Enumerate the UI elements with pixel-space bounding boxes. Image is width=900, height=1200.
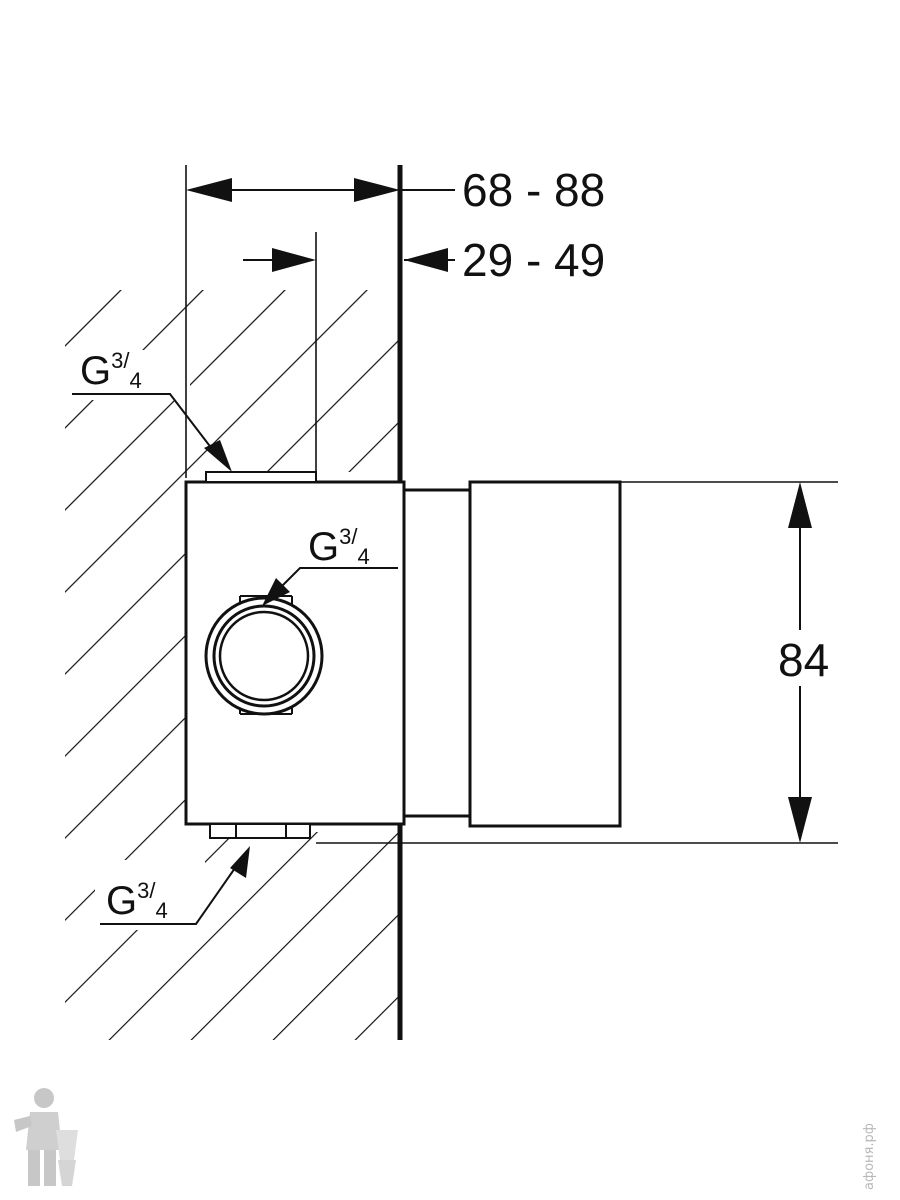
- dimension-overall-label: 68 - 88: [462, 164, 605, 216]
- extension-lines: [185, 165, 838, 844]
- connection-side-label: G3/4: [308, 524, 370, 569]
- side-port: [204, 595, 324, 716]
- plumber-logo-icon: [14, 1088, 78, 1186]
- trim: [402, 480, 622, 828]
- dimension-install-label: 29 - 49: [462, 234, 605, 286]
- dimension-install: 29 - 49: [243, 234, 605, 286]
- leader-bottom: G3/4: [100, 846, 250, 925]
- connection-bottom-label: G3/4: [106, 878, 168, 923]
- dimension-height-label: 84: [778, 634, 829, 686]
- dimension-height: 84: [772, 482, 832, 843]
- dimension-overall: 68 - 88: [186, 164, 605, 216]
- leader-side: G3/4: [262, 524, 398, 606]
- connection-top-label: G3/4: [80, 348, 142, 393]
- watermark-text: афоня.рф: [862, 1123, 877, 1190]
- leader-top: G3/4: [72, 348, 232, 472]
